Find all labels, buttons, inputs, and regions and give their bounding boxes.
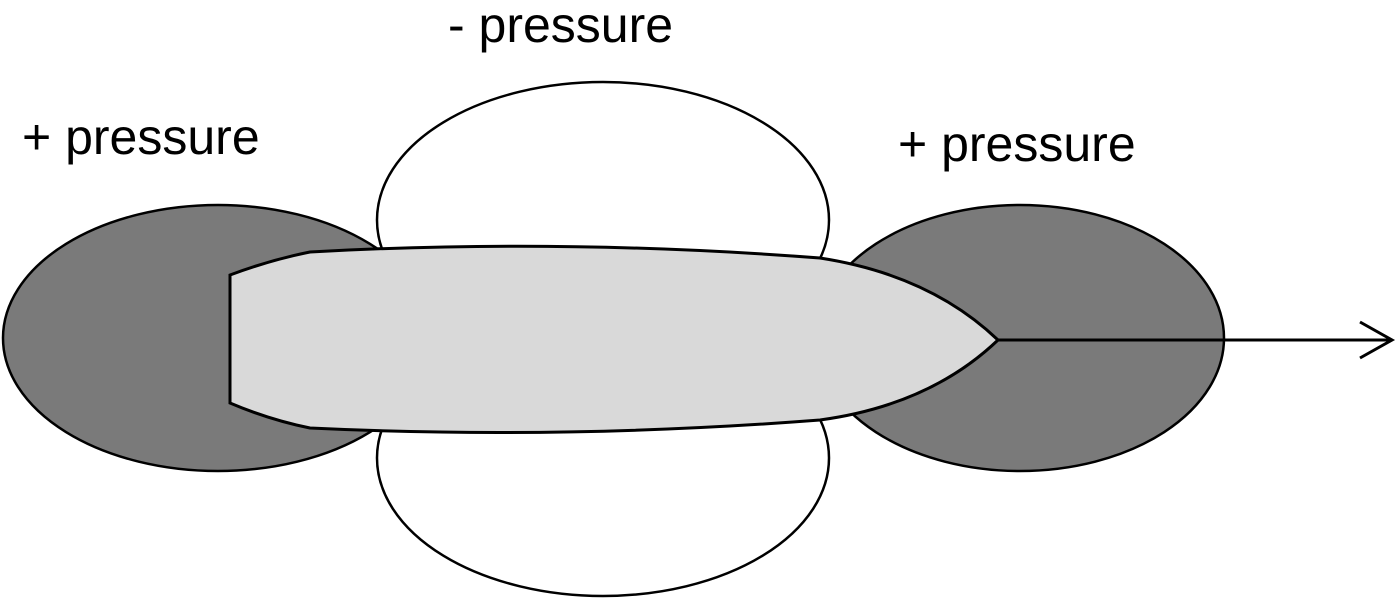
rear-positive-pressure-label: + pressure (22, 109, 260, 165)
negative-pressure-label: - pressure (448, 0, 674, 53)
direction-arrow-head (1359, 320, 1396, 360)
hull-shape (228, 244, 1001, 434)
front-positive-pressure-label: + pressure (898, 116, 1136, 172)
